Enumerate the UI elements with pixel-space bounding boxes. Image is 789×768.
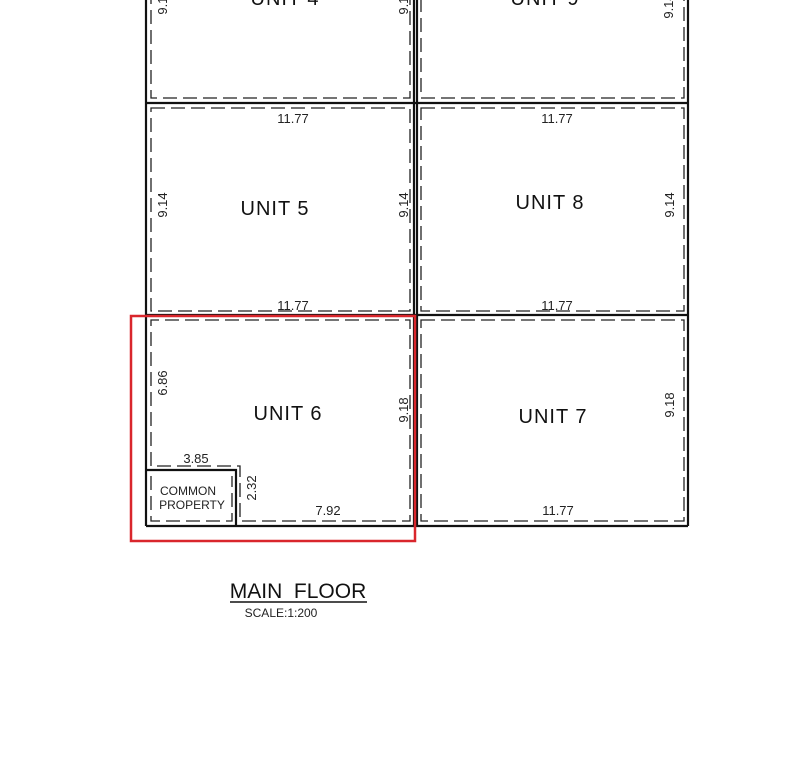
unit-6-highlight [129, 314, 417, 543]
unit-6-dim-notch-side: 2.32 [244, 475, 259, 500]
unit-9-dim-right: 9.14 [661, 0, 676, 19]
unit-8-dim-top: 11.77 [541, 111, 573, 126]
unit-8-label: UNIT 8 [516, 192, 585, 214]
walls [144, 0, 690, 528]
drawing-title: MAIN FLOOR [230, 580, 367, 603]
common-property-label-line1: COMMON [160, 484, 216, 498]
unit-5-dim-right: 9.14 [396, 192, 411, 217]
unit-7-label: UNIT 7 [519, 406, 588, 428]
unit-boundaries [150, 0, 685, 522]
unit-7-dim-bottom: 11.77 [542, 503, 574, 518]
common-property-label-line2: PROPERTY [159, 498, 225, 512]
unit-5-label: UNIT 5 [241, 198, 310, 220]
unit-8-dim-bottom: 11.77 [541, 298, 573, 313]
unit-6-dim-notch-top: 3.85 [183, 451, 208, 466]
unit-6-label: UNIT 6 [254, 403, 323, 425]
unit-6-dim-right: 9.18 [396, 397, 411, 422]
unit-8-dim-right: 9.14 [662, 192, 677, 217]
unit-4-label: UNIT 4 [251, 0, 320, 10]
unit-5-dim-bottom: 11.77 [277, 298, 309, 313]
unit-5-dim-left: 9.14 [155, 192, 170, 217]
unit-4-dim-right: 9.14 [396, 0, 411, 15]
unit-7-dim-right: 9.18 [662, 392, 677, 417]
unit-5-dim-top: 11.77 [277, 111, 309, 126]
unit-6-dim-left: 6.86 [155, 370, 170, 395]
unit-9-label: UNIT 9 [511, 0, 580, 10]
unit-4-dim-left: 9.14 [155, 0, 170, 15]
unit-6-dim-bottom: 7.92 [315, 503, 340, 518]
drawing-scale: SCALE:1:200 [245, 606, 318, 620]
